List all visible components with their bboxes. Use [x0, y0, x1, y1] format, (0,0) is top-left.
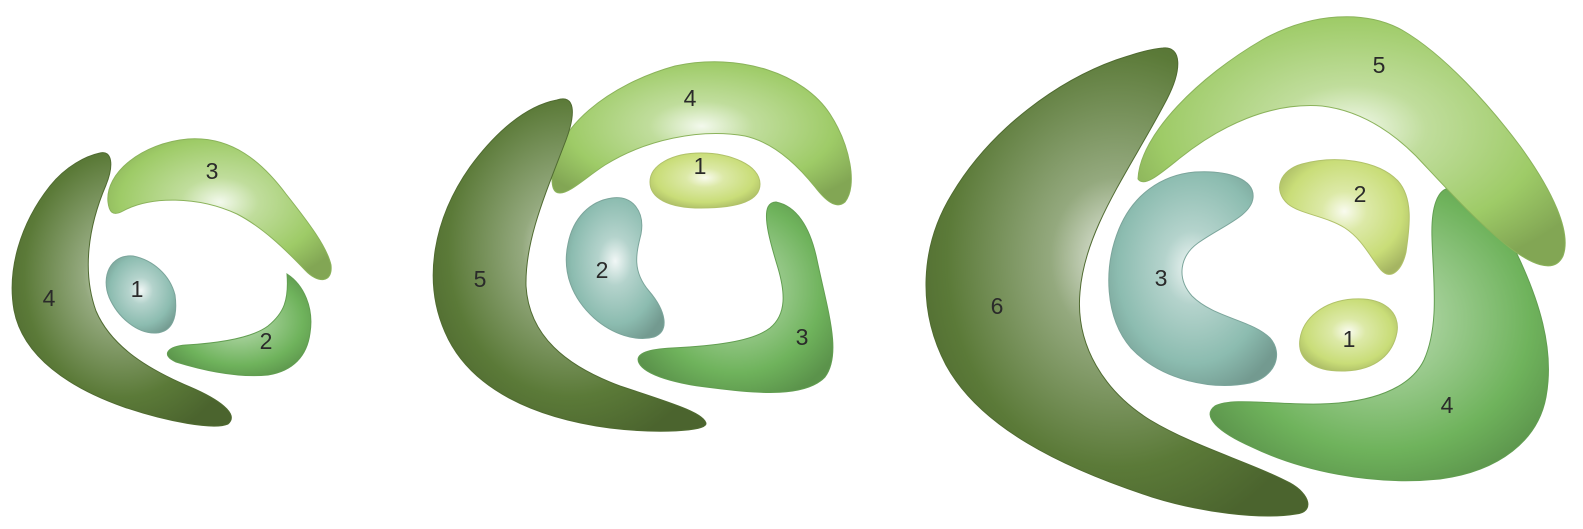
- piece-shape: [1280, 160, 1410, 275]
- four-piece-arrangement: 1 2 3 4: [12, 139, 331, 426]
- piece-1-bean: 1: [650, 153, 760, 208]
- piece-number-label: 3: [1155, 265, 1168, 291]
- piece-number-label: 1: [1343, 326, 1356, 352]
- piece-number-label: 4: [1441, 392, 1454, 418]
- piece-2-bean: 2: [566, 198, 664, 339]
- piece-2-crescent: 2: [167, 274, 310, 376]
- piece-1-bean: 1: [1300, 299, 1398, 371]
- piece-3-crescent: 3: [638, 202, 833, 392]
- piece-shape: [167, 274, 310, 376]
- piece-1-bean: 1: [106, 256, 176, 333]
- piece-shape: [566, 198, 664, 339]
- piece-number-label: 4: [43, 285, 56, 311]
- piece-number-label: 1: [131, 276, 144, 302]
- piece-3-bean: 3: [1109, 172, 1277, 386]
- piece-number-label: 6: [991, 293, 1004, 319]
- six-piece-arrangement: 1 2 3 4 5 6: [926, 17, 1565, 516]
- piece-shape: [1109, 172, 1277, 386]
- piece-number-label: 2: [260, 328, 273, 354]
- piece-number-label: 3: [206, 158, 219, 184]
- piece-number-label: 2: [1354, 181, 1367, 207]
- piece-number-label: 5: [474, 266, 487, 292]
- five-piece-arrangement: 1 2 3 4 5: [433, 62, 851, 431]
- piece-shape: [638, 202, 833, 392]
- piece-number-label: 2: [596, 257, 609, 283]
- piece-number-label: 5: [1373, 52, 1386, 78]
- piece-number-label: 1: [694, 153, 707, 179]
- piece-number-label: 3: [796, 324, 809, 350]
- piece-number-label: 4: [684, 85, 697, 111]
- piece-2-bean: 2: [1280, 160, 1410, 275]
